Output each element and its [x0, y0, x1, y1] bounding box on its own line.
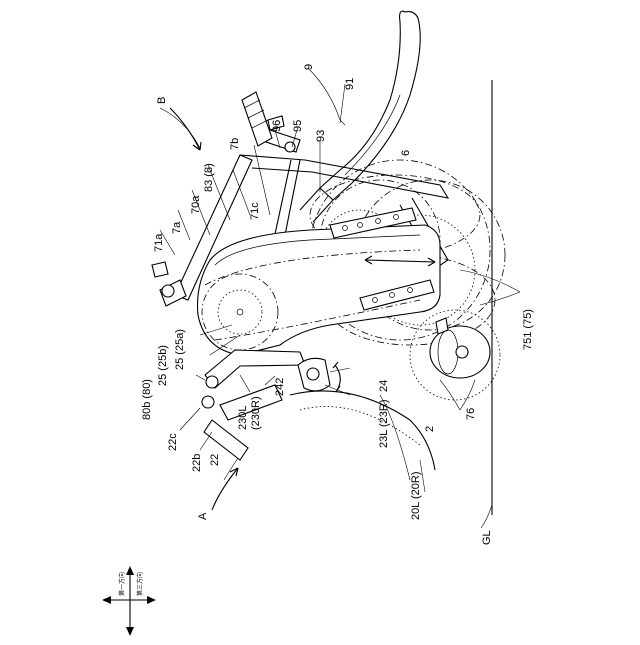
label-7a: 7a	[171, 221, 183, 234]
label-A: A	[197, 512, 209, 520]
label-7b: 7b	[229, 138, 241, 150]
label-80b: 80b (80)	[141, 379, 153, 420]
label-91: 91	[344, 78, 356, 90]
label-93: 93	[315, 130, 327, 142]
label-751: 751 (75)	[522, 309, 534, 350]
label-24: 24	[378, 380, 390, 392]
label-230L: 230L	[237, 406, 249, 430]
label-96: 96	[271, 120, 283, 132]
label-230R: (230R)	[250, 396, 262, 430]
label-23: 23L (23R)	[378, 399, 390, 448]
label-22b: 22b	[191, 454, 203, 472]
label-22c: 22c	[167, 433, 179, 451]
label-B: B	[156, 97, 168, 104]
label-22: 22	[209, 454, 221, 466]
label-20: 20L (20R)	[410, 471, 422, 520]
gauge-wheel	[410, 310, 500, 400]
direction-legend: 第一方向 第三方向	[102, 566, 156, 636]
label-242: 242	[274, 378, 286, 396]
label-95: 95	[292, 120, 304, 132]
label-83: 83 (8)	[203, 163, 215, 192]
handle	[300, 11, 420, 222]
legend-first-direction: 第一方向	[118, 572, 126, 596]
drive-axle	[290, 358, 435, 470]
label-GL: GL	[481, 530, 493, 545]
label-2: 2	[424, 426, 436, 432]
label-71c: 71c	[249, 202, 261, 220]
label-25a: 25 (25a)	[174, 329, 186, 370]
label-76: 76	[465, 408, 477, 420]
label-70a: 70a	[190, 195, 202, 214]
label-6: 6	[400, 150, 412, 156]
label-9: 9	[303, 64, 315, 70]
label-71a: 71a	[153, 233, 165, 252]
legend-third-direction: 第三方向	[136, 572, 144, 596]
label-25b: 25 (25b)	[157, 345, 169, 386]
